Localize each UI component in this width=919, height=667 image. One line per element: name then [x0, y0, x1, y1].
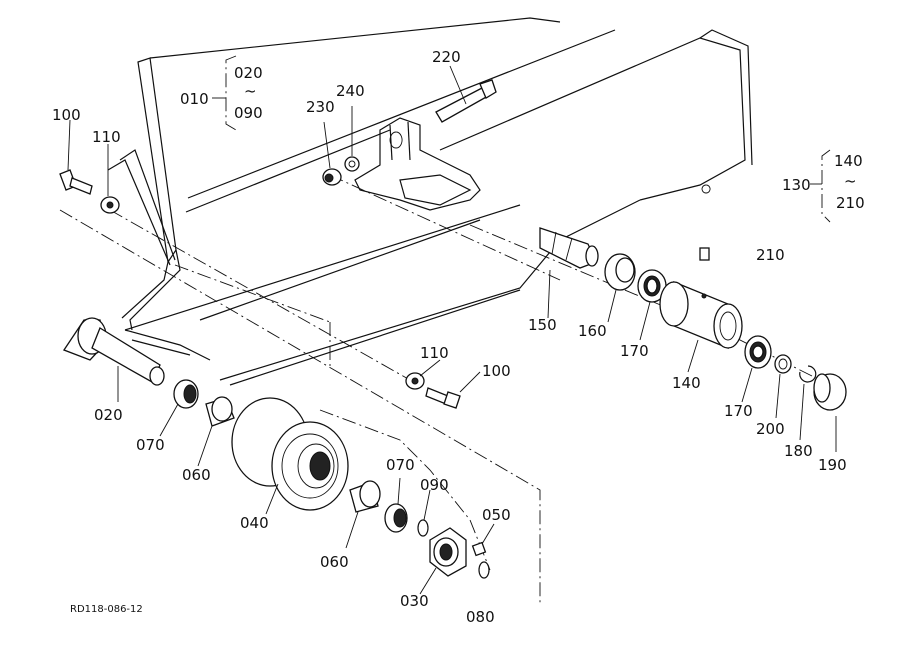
- bolt-100-mid: [425, 387, 461, 409]
- callout-240: 240: [336, 82, 365, 100]
- roller-040: [231, 397, 349, 511]
- callout-060-a: 060: [182, 466, 211, 484]
- callout-170-b: 170: [724, 402, 753, 420]
- callout-190: 190: [818, 456, 847, 474]
- drawing-code: RD118-086-12: [70, 604, 143, 615]
- collar-230: [322, 168, 342, 186]
- callout-130: 130: [782, 176, 811, 194]
- housing-140: [659, 281, 743, 349]
- callout-140: 140: [672, 374, 701, 392]
- callout-210-range: 210: [836, 194, 865, 212]
- callout-110-top: 110: [92, 128, 121, 146]
- bushing-060-b: [349, 480, 381, 513]
- callout-090-range: 090: [234, 104, 263, 122]
- callout-030: 030: [400, 592, 429, 610]
- callout-140-range: 140: [834, 152, 863, 170]
- callout-labels: 010 020 ~ 090 220 230 240 100 110 130 14…: [52, 48, 865, 626]
- centre-lines: [59, 174, 841, 605]
- screw-210: [699, 247, 710, 261]
- bolt-220: [435, 79, 497, 123]
- washer-240: [344, 156, 360, 172]
- washer-110-mid: [405, 372, 425, 390]
- callout-070-a: 070: [136, 436, 165, 454]
- seal-070-b: [384, 503, 408, 533]
- cap-190: [813, 373, 847, 411]
- washer-110-top: [100, 196, 120, 214]
- callout-100-top: 100: [52, 106, 81, 124]
- callout-070-b: 070: [386, 456, 415, 474]
- cover-030: [429, 527, 467, 577]
- callout-100-mid: 100: [482, 362, 511, 380]
- callout-range-sep-a: ~: [244, 82, 257, 100]
- bearing-170-a: [637, 269, 667, 303]
- callout-220: 220: [432, 48, 461, 66]
- callout-020: 020: [94, 406, 123, 424]
- callout-170-a: 170: [620, 342, 649, 360]
- bearing-170-b: [744, 335, 772, 369]
- leader-lines: [67, 55, 837, 595]
- plug-050: [471, 541, 487, 557]
- shaft-020: [63, 317, 165, 386]
- part-160: [604, 253, 636, 291]
- callout-090: 090: [420, 476, 449, 494]
- callout-210: 210: [756, 246, 785, 264]
- callout-020-range: 020: [234, 64, 263, 82]
- callout-040: 040: [240, 514, 269, 532]
- callout-200: 200: [756, 420, 785, 438]
- seal-070-a: [173, 379, 199, 409]
- callout-110-mid: 110: [420, 344, 449, 362]
- o-ring-090: [417, 519, 429, 537]
- bushing-060-a: [205, 396, 235, 427]
- shaft-150: [539, 227, 599, 269]
- callout-range-sep-b: ~: [844, 172, 857, 190]
- callout-160: 160: [578, 322, 607, 340]
- washer-200: [774, 354, 792, 374]
- callout-150: 150: [528, 316, 557, 334]
- callout-230: 230: [306, 98, 335, 116]
- callout-080: 080: [466, 608, 495, 626]
- o-ring-080: [478, 561, 490, 579]
- callout-180: 180: [784, 442, 813, 460]
- callout-060-b: 060: [320, 553, 349, 571]
- track-frame: [107, 17, 753, 386]
- snap-ring-180: [799, 365, 817, 383]
- bolt-100-top: [59, 169, 93, 195]
- callout-010: 010: [180, 90, 209, 108]
- callout-050: 050: [482, 506, 511, 524]
